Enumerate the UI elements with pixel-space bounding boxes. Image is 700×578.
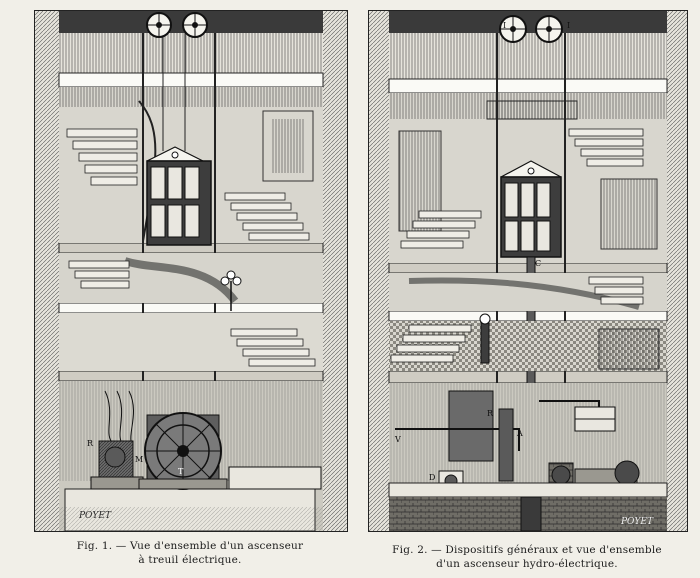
valve-column [498,408,514,482]
floor-slab-3 [58,302,324,314]
figure-1-caption: Fig. 1. — Vue d'ensemble d'un ascenseur … [34,539,346,567]
lower-steps [230,328,316,367]
figure-2-illustration [369,11,687,531]
label-c: C [535,259,542,268]
right-staircase [568,128,644,167]
wire [128,390,134,442]
figure-2-caption-line-2: d'un ascenseur hydro-électrique. [436,558,618,570]
spiral-stair-band [123,257,239,304]
figure-1-caption-line-2: à treuil électrique. [138,554,242,566]
pipe [395,428,520,451]
engraver-signature: POYET [621,517,653,527]
label-r: R [87,439,94,448]
right-wall [667,11,687,531]
pressure-tank [574,406,616,432]
lower-steps [390,324,472,363]
left-wall [35,11,59,531]
wall-panel-inner [271,119,305,173]
roof-space [59,33,323,73]
newel-post [479,313,491,364]
wall-panel [262,110,314,182]
lamp-post [220,270,242,311]
floor-texture [59,507,323,531]
figure-1-caption-line-1: Fig. 1. — Vue d'ensemble d'un ascenseur [76,540,304,552]
label-v: V [395,435,401,444]
doorway [448,390,494,462]
label-d: D [429,473,436,482]
control-cabinet [228,466,322,490]
machine-floor [388,482,668,498]
left-staircase [66,128,138,186]
right-staircase [224,192,310,241]
electric-motor [90,440,144,490]
wall-panel-right [600,178,658,250]
top-beam [389,11,667,33]
figure-1-illustration [35,11,347,531]
pulleys [146,12,208,38]
wall-panel-lower [598,328,660,370]
wire [104,390,112,442]
elevator-car [146,146,212,246]
balustrade [486,100,578,120]
label-r: R [487,409,494,418]
floor-slab-4 [58,370,324,382]
label-i-right: I [567,21,571,30]
ram-shaft [520,496,542,531]
roof-space [389,33,667,79]
floor-slab-1 [388,78,668,94]
middle-steps [588,276,644,305]
label-m: M [135,455,144,464]
figure-2-caption: Fig. 2. — Dispositifs généraux et vue d'… [368,543,686,571]
left-wall [369,11,389,531]
engraver-signature: POYET [79,511,111,521]
winch-drum [138,412,228,490]
ceiling [59,87,323,107]
pulleys [499,15,563,43]
figure-2-hydro-electric-elevator: I I C R A D V POYET [368,10,688,532]
wire [116,390,123,442]
right-wall [323,11,347,531]
middle-steps [68,260,130,289]
left-staircase [400,210,482,249]
label-i-left: I [503,21,507,30]
figure-1-electric-winch-elevator: R M T POYET [34,10,348,532]
figure-2-caption-line-1: Fig. 2. — Dispositifs généraux et vue d'… [392,544,662,556]
label-a: A [517,429,523,438]
floor-slab-1 [58,72,324,88]
elevator-car [500,160,562,258]
label-t: T [178,467,184,476]
